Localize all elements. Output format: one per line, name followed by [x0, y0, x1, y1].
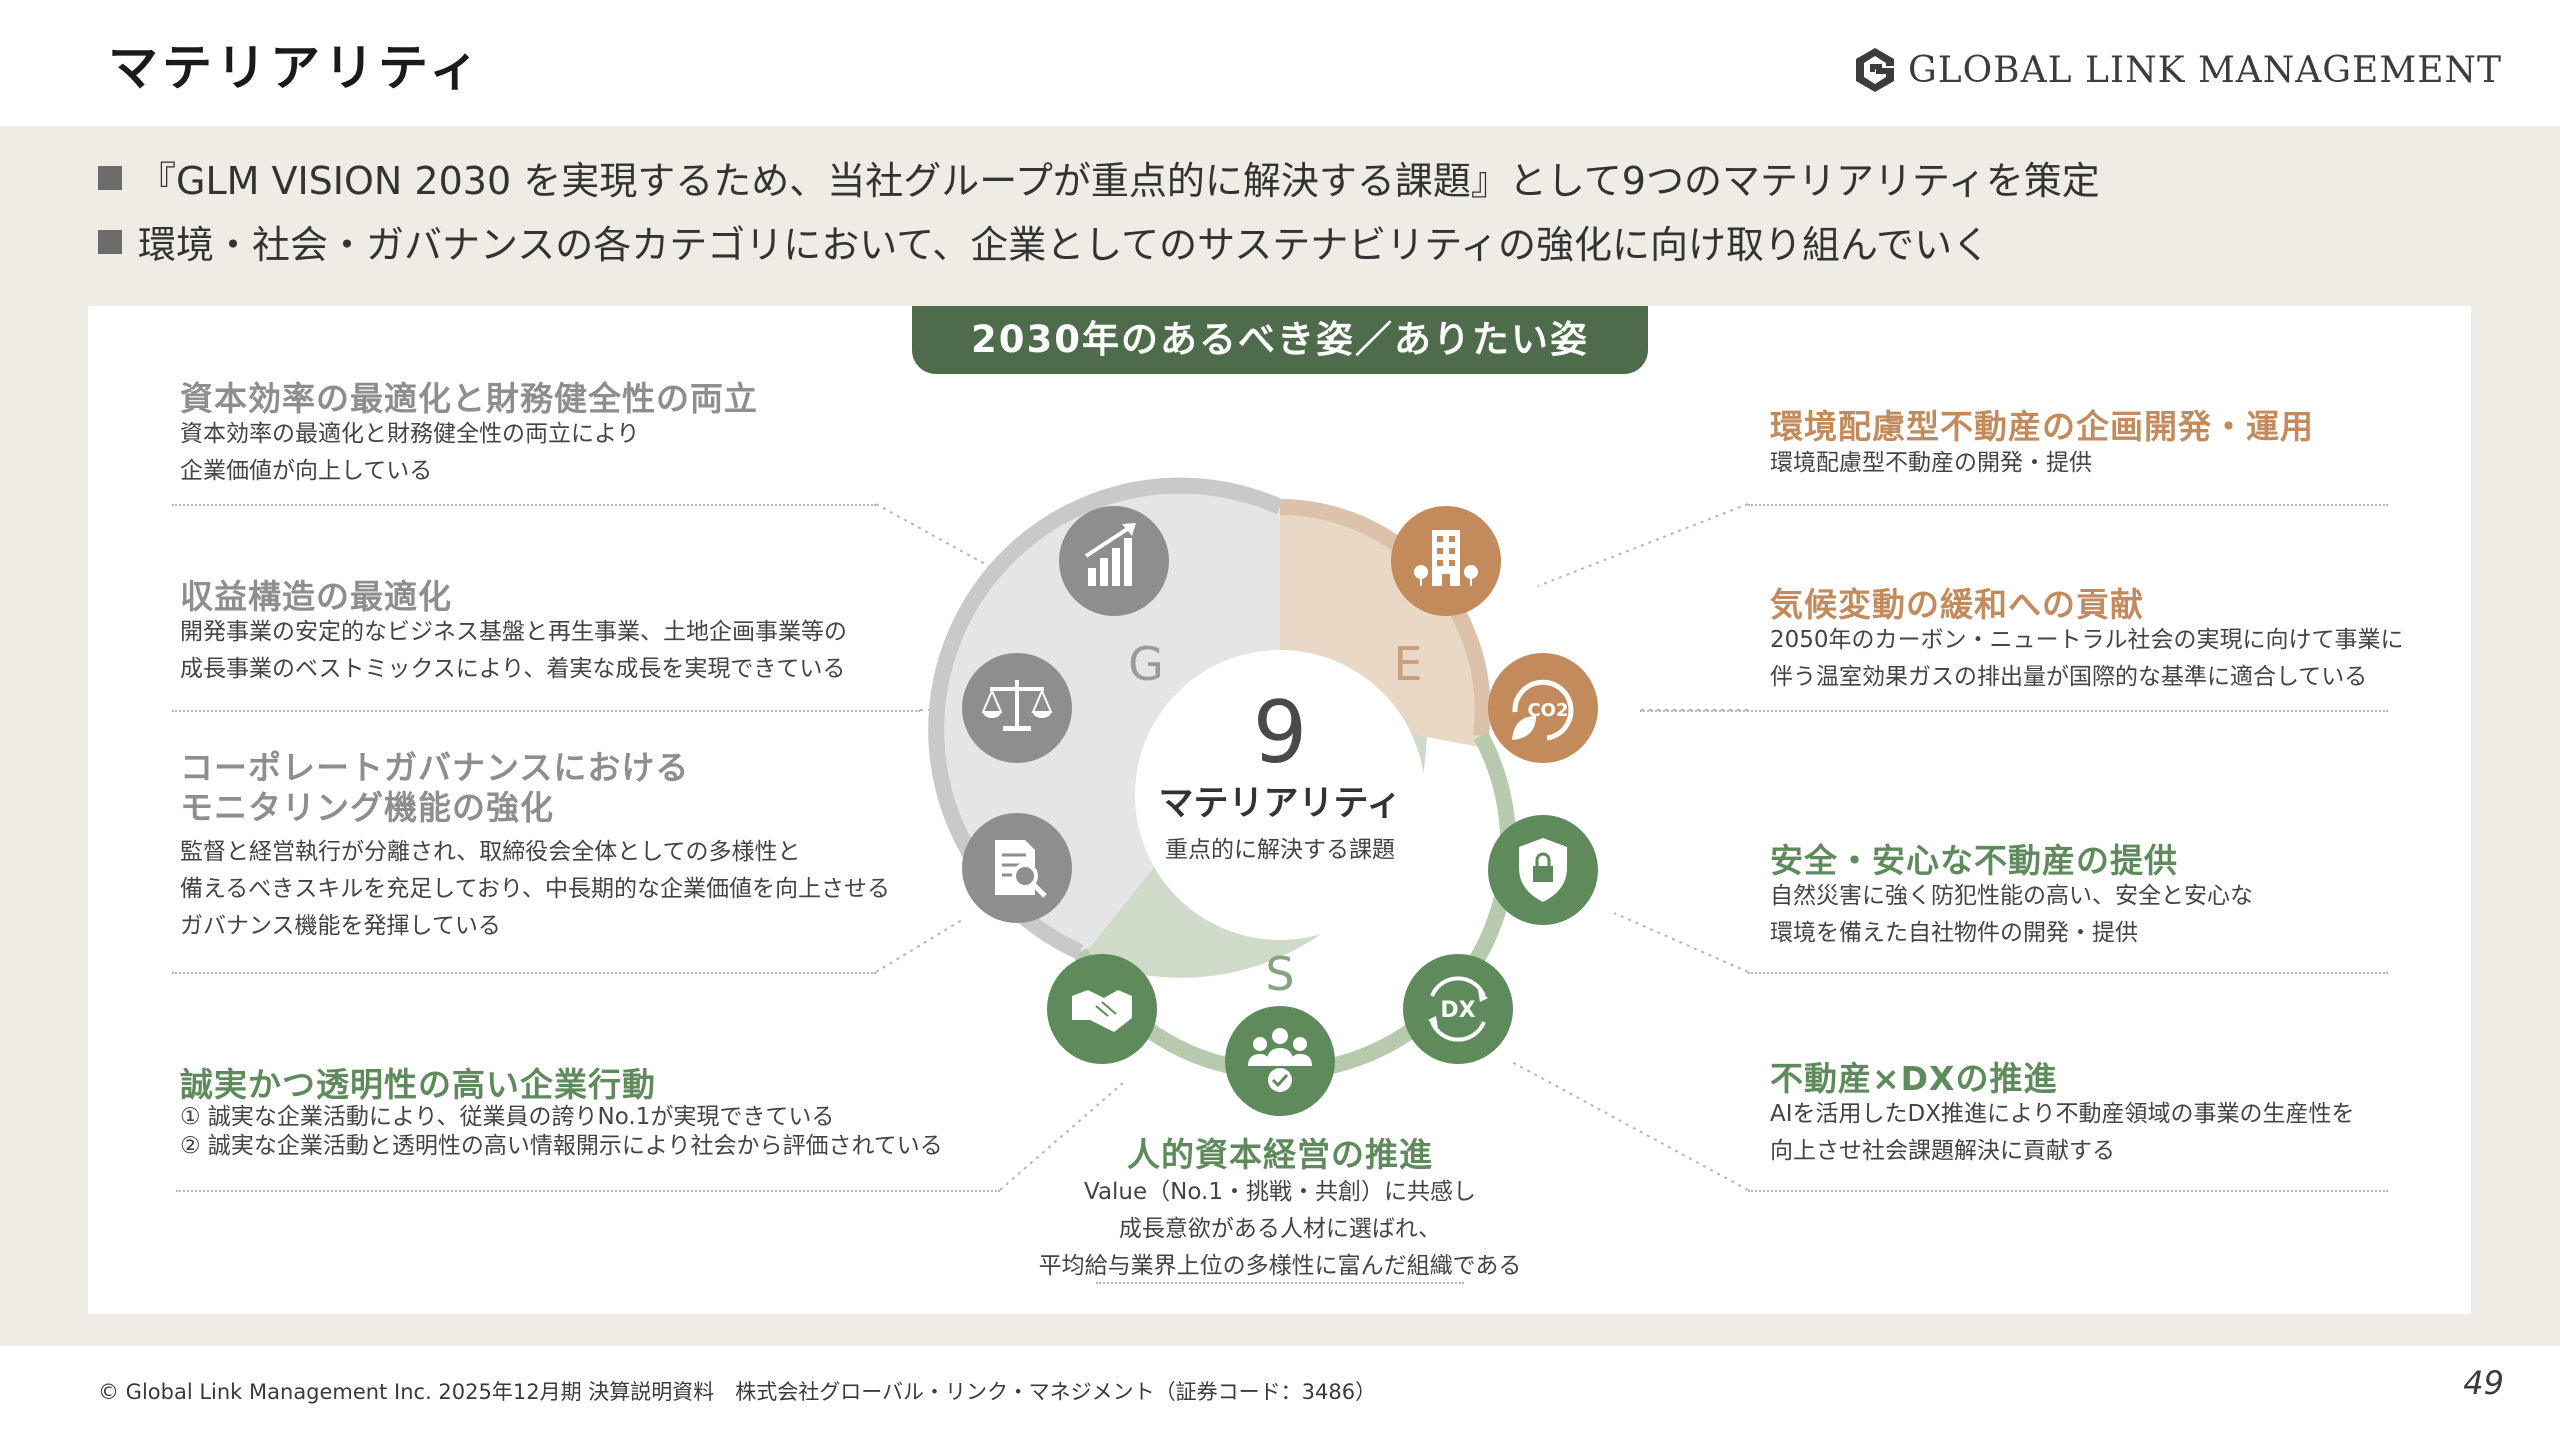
svg-text:CO2: CO2 — [1527, 700, 1568, 721]
summary-bullet: 『GLM VISION 2030 を実現するため、当社グループが重点的に解決する… — [98, 150, 2100, 205]
desc-line: 向上させ社会課題解決に貢献する — [1770, 1138, 2115, 1164]
desc-line: 成長意欲がある人材に選ばれ、 — [1118, 1216, 1442, 1242]
people-check-icon — [1225, 1006, 1335, 1116]
materiality-title: 誠実かつ透明性の高い企業行動 — [180, 1065, 656, 1104]
svg-text:DX: DX — [1440, 998, 1475, 1023]
desc-line: 環境を備えた自社物件の開発・提供 — [1770, 920, 2138, 946]
divider — [172, 972, 876, 974]
divider — [1748, 504, 2388, 506]
divider — [172, 504, 876, 506]
bar-chart-icon — [1059, 506, 1169, 616]
shield-lock-icon — [1488, 815, 1598, 925]
g-label: G — [1128, 637, 1164, 691]
brand: GLOBAL LINK MANAGEMENT — [1852, 46, 2502, 94]
desc-line: ② 誠実な企業活動と透明性の高い情報開示により社会から評価されている — [180, 1133, 943, 1159]
bullet-square-icon — [98, 165, 122, 190]
bullet-text: 『GLM VISION 2030 を実現するため、当社グループが重点的に解決する… — [138, 159, 2100, 203]
copyright: © Global Link Management Inc. 2025年12月期 … — [98, 1380, 1377, 1404]
e-label: E — [1393, 637, 1422, 691]
desc-line: 2050年のカーボン・ニュートラル社会の実現に向けて事業に — [1770, 627, 2404, 653]
desc-line: AIを活用したDX推進により不動産領域の事業の生産性を — [1770, 1101, 2355, 1127]
page-number: 49 — [2463, 1364, 2504, 1402]
scale-icon — [962, 653, 1072, 763]
desc-line: 平均給与業界上位の多様性に富んだ組織である — [1038, 1253, 1522, 1279]
desc-line: 伴う温室効果ガスの排出量が国際的な基準に適合している — [1770, 664, 2368, 690]
summary-bullet: 環境・社会・ガバナンスの各カテゴリにおいて、企業としてのサステナビリティの強化に… — [98, 214, 1990, 269]
materiality-desc: 開発事業の安定的なビジネス基盤と再生事業、土地企画事業等の 成長事業のベストミッ… — [180, 614, 847, 688]
desc-line: 成長事業のベストミックスにより、着実な成長を実現できている — [180, 656, 846, 682]
materiality-title: 不動産×DXの推進 — [1770, 1059, 2058, 1098]
s-label: S — [1265, 947, 1294, 1001]
desc-line: ガバナンス機能を発揮している — [180, 913, 501, 939]
building-icon — [1391, 506, 1501, 616]
materiality-title: 収益構造の最適化 — [180, 577, 452, 616]
footer — [0, 1346, 2560, 1440]
materiality-desc: ① 誠実な企業活動により、従業員の誇りNo.1が実現できている ② 誠実な企業活… — [180, 1103, 943, 1161]
page-title: マテリアリティ — [108, 39, 483, 97]
materiality-title: 安全・安心な不動産の提供 — [1770, 841, 2178, 880]
title-line: コーポレートガバナンスにおける — [180, 748, 690, 787]
handshake-icon — [1047, 954, 1157, 1064]
center-label: マテリアリティ — [1159, 784, 1402, 824]
dx-cycle-icon: DX — [1403, 954, 1513, 1064]
materiality-desc: AIを活用したDX推進により不動産領域の事業の生産性を 向上させ社会課題解決に貢… — [1770, 1096, 2355, 1170]
materiality-title: コーポレートガバナンスにおける モニタリング機能の強化 — [180, 748, 689, 828]
desc-line: ① 誠実な企業活動により、従業員の誇りNo.1が実現できている — [180, 1104, 835, 1130]
materiality-title: 気候変動の緩和への貢献 — [1770, 585, 2144, 624]
divider — [1748, 1190, 2388, 1192]
center-sub: 重点的に解決する課題 — [1165, 837, 1395, 863]
brand-logo-icon — [1856, 48, 1894, 92]
materiality-desc: 2050年のカーボン・ニュートラル社会の実現に向けて事業に 伴う温室効果ガスの排… — [1770, 622, 2404, 696]
desc-line: 環境配慮型不動産の開発・提供 — [1770, 450, 2092, 476]
header — [0, 0, 2560, 126]
divider — [172, 710, 920, 712]
materiality-title: 資本効率の最適化と財務健全性の両立 — [180, 379, 758, 418]
materiality-desc: Value（No.1・挑戦・共創）に共感し 成長意欲がある人材に選ばれ、 平均給… — [880, 1174, 1680, 1285]
divider — [176, 1190, 1000, 1192]
document-search-icon — [962, 813, 1072, 923]
divider — [1748, 972, 2388, 974]
co2-leaf-icon: CO2 — [1488, 653, 1598, 763]
vision-tab: 2030年のあるべき姿／ありたい姿 — [912, 306, 1648, 374]
divider — [1640, 710, 2388, 712]
desc-line: 備えるべきスキルを充足しており、中長期的な企業価値を向上させる — [180, 876, 891, 902]
desc-line: 自然災害に強く防犯性能の高い、安全と安心な — [1770, 883, 2253, 909]
center-disc — [1135, 650, 1425, 940]
bullet-text: 環境・社会・ガバナンスの各カテゴリにおいて、企業としてのサステナビリティの強化に… — [138, 223, 1991, 267]
divider — [1096, 1282, 1464, 1284]
bullet-square-icon — [98, 229, 122, 254]
brand-name: GLOBAL LINK MANAGEMENT — [1908, 49, 2502, 91]
desc-line: 監督と経営執行が分離され、取締役会全体としての多様性と — [180, 839, 801, 865]
materiality-desc: 監督と経営執行が分離され、取締役会全体としての多様性と 備えるべきスキルを充足し… — [180, 834, 890, 945]
title-line: モニタリング機能の強化 — [180, 788, 554, 827]
materiality-desc: 自然災害に強く防犯性能の高い、安全と安心な 環境を備えた自社物件の開発・提供 — [1770, 878, 2253, 952]
materiality-desc: 資本効率の最適化と財務健全性の両立により 企業価値が向上している — [180, 416, 640, 490]
materiality-title: 人的資本経営の推進 — [1127, 1135, 1433, 1174]
materiality-title: 環境配慮型不動産の企画開発・運用 — [1770, 407, 2314, 446]
center-number: 9 — [1253, 683, 1308, 783]
desc-line: 企業価値が向上している — [180, 458, 433, 484]
desc-line: 資本効率の最適化と財務健全性の両立により — [180, 421, 640, 447]
materiality-desc: 環境配慮型不動産の開発・提供 — [1770, 445, 2092, 482]
desc-line: 開発事業の安定的なビジネス基盤と再生事業、土地企画事業等の — [180, 619, 847, 645]
desc-line: Value（No.1・挑戦・共創）に共感し — [1084, 1179, 1476, 1205]
